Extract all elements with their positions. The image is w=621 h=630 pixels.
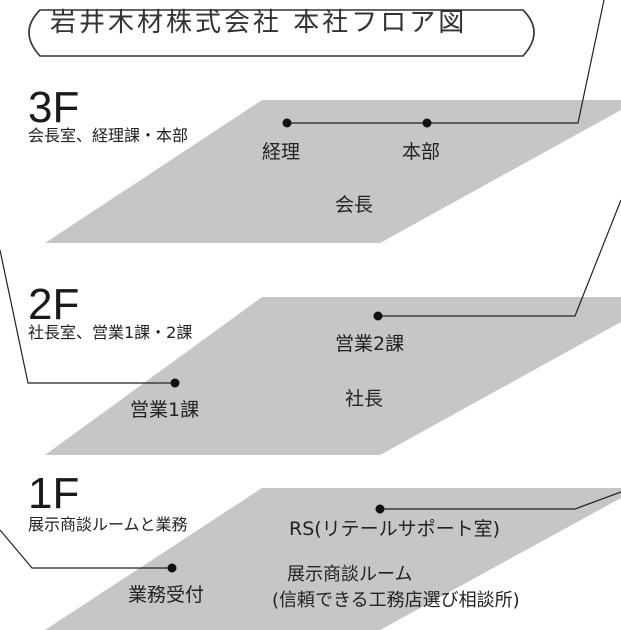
room-label-showroom: 展示商談ルーム	[287, 564, 413, 585]
dot-3f-headquarters	[422, 118, 432, 128]
floor-description-1f: 展示商談ルームと業務	[28, 515, 188, 534]
room-label-headquarters: 本部	[402, 141, 441, 163]
leader-line-2f-right	[378, 199, 621, 317]
room-label-president: 社長	[345, 388, 384, 410]
leader-line-3f-right	[287, 0, 605, 124]
leader-line-1f-right	[380, 491, 621, 510]
leader-line-1f-left	[0, 529, 172, 569]
floor-plate-3f	[45, 100, 621, 243]
floor-number-1f: 1F	[28, 469, 80, 518]
room-label-sales-1: 営業1課	[130, 399, 200, 421]
room-label-accounting: 経理	[262, 141, 301, 163]
page-title: 岩井木材株式会社 本社フロア図	[50, 8, 468, 38]
dot-1f-rs	[375, 504, 385, 514]
dot-3f-accounting	[282, 118, 292, 128]
floor-description-2f: 社長室、営業1課・2課	[28, 323, 193, 342]
title-frame	[28, 9, 535, 57]
dot-1f-reception	[167, 563, 177, 573]
floor-description-3f: 会長室、経理課・本部	[28, 126, 189, 145]
room-label-retail-support: RS(リテールサポート室)	[289, 518, 501, 540]
room-label-reception: 業務受付	[128, 584, 205, 606]
floor-plate-1f	[45, 488, 621, 630]
floor-number-3f: 3F	[28, 83, 80, 132]
dot-2f-sales2	[373, 311, 383, 321]
room-label-chairman: 会長	[335, 194, 374, 216]
leader-line-2f-left	[0, 249, 175, 384]
floor-plate-2f	[45, 297, 621, 455]
room-label-showroom-note: (信頼できる工務店選び相談所)	[272, 590, 520, 611]
floor-number-2f: 2F	[28, 280, 80, 329]
room-label-sales-2: 営業2課	[335, 333, 405, 355]
dot-2f-sales1	[170, 378, 180, 388]
